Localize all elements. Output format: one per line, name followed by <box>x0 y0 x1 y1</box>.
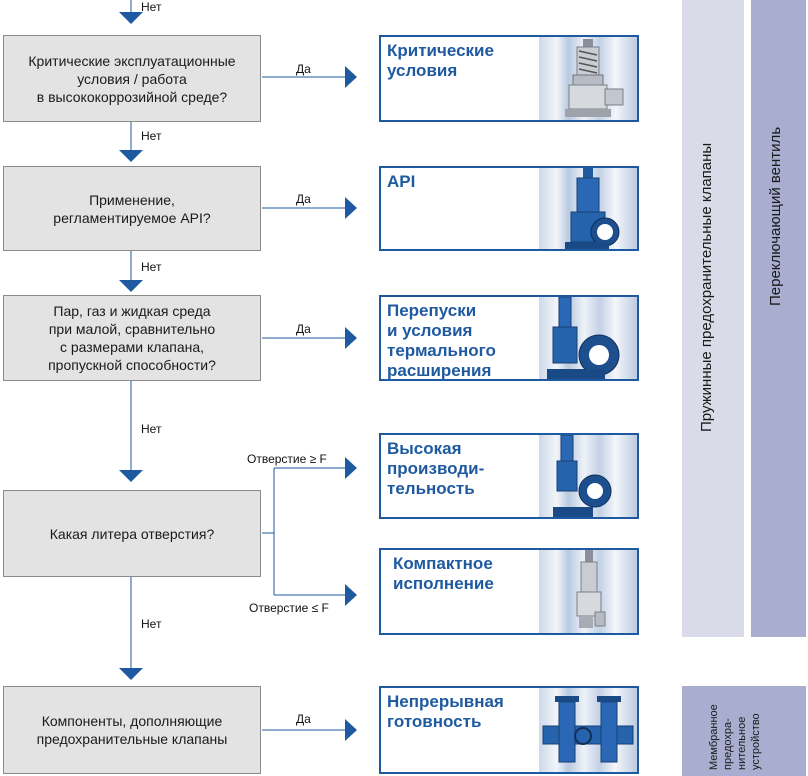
orifice-high-label: Отверстие ≥ F <box>247 452 327 466</box>
result-title: API <box>387 172 416 191</box>
arrow-right-icon <box>345 457 357 479</box>
yes-label: Да <box>296 62 311 76</box>
result-compact-design: Компактное исполнение <box>379 548 639 635</box>
arrow-down-icon <box>119 470 143 482</box>
question-api: Применение, регламентируемое API? <box>3 166 261 251</box>
yes-label: Да <box>296 712 311 726</box>
spring-valves-band <box>682 0 744 637</box>
arrow-right-icon <box>345 327 357 349</box>
result-high-capacity: Высокая производи- тельность <box>379 433 639 519</box>
question-components: Компоненты, дополняющие предохранительны… <box>3 686 261 774</box>
yes-label: Да <box>296 322 311 336</box>
orifice-low-label: Отверстие ≤ F <box>249 601 329 615</box>
no-label: Нет <box>141 617 162 631</box>
result-title: Перепуски и условия термального расширен… <box>387 301 496 380</box>
arrow-down-icon <box>119 280 143 292</box>
arrow-right-icon <box>345 66 357 88</box>
arrow-right-icon <box>345 197 357 219</box>
arrow-down-icon <box>119 150 143 162</box>
spring-valve-image <box>539 37 637 120</box>
api-valve-image <box>539 168 637 249</box>
result-title: Высокая производи- тельность <box>387 439 485 498</box>
changeover-valve-image <box>539 688 637 772</box>
result-critical-conditions: Критические условия <box>379 35 639 122</box>
compact-valve-image <box>539 550 637 633</box>
arrow-right-icon <box>345 584 357 606</box>
result-title: Компактное исполнение <box>393 554 494 593</box>
changeover-valve-band <box>751 0 806 637</box>
result-continuous-readiness: Непрерывная готовность <box>379 686 639 774</box>
result-thermal-relief: Перепуски и условия термального расширен… <box>379 295 639 381</box>
result-title: Непрерывная готовность <box>387 692 504 731</box>
no-label: Нет <box>141 0 162 14</box>
high-capacity-valve-image <box>539 435 637 517</box>
relief-valve-image <box>539 297 637 379</box>
no-label: Нет <box>141 422 162 436</box>
membrane-device-band <box>682 686 806 776</box>
no-label: Нет <box>141 129 162 143</box>
question-critical-conditions: Критические эксплуатационные условия / р… <box>3 35 261 122</box>
arrow-down-icon <box>119 12 143 24</box>
yes-label: Да <box>296 192 311 206</box>
no-label: Нет <box>141 260 162 274</box>
question-low-capacity: Пар, газ и жидкая среда при малой, сравн… <box>3 295 261 381</box>
question-orifice-letter: Какая литера отверстия? <box>3 490 261 577</box>
result-title: Критические условия <box>387 41 494 80</box>
arrow-right-icon <box>345 719 357 741</box>
result-api: API <box>379 166 639 251</box>
arrow-down-icon <box>119 668 143 680</box>
